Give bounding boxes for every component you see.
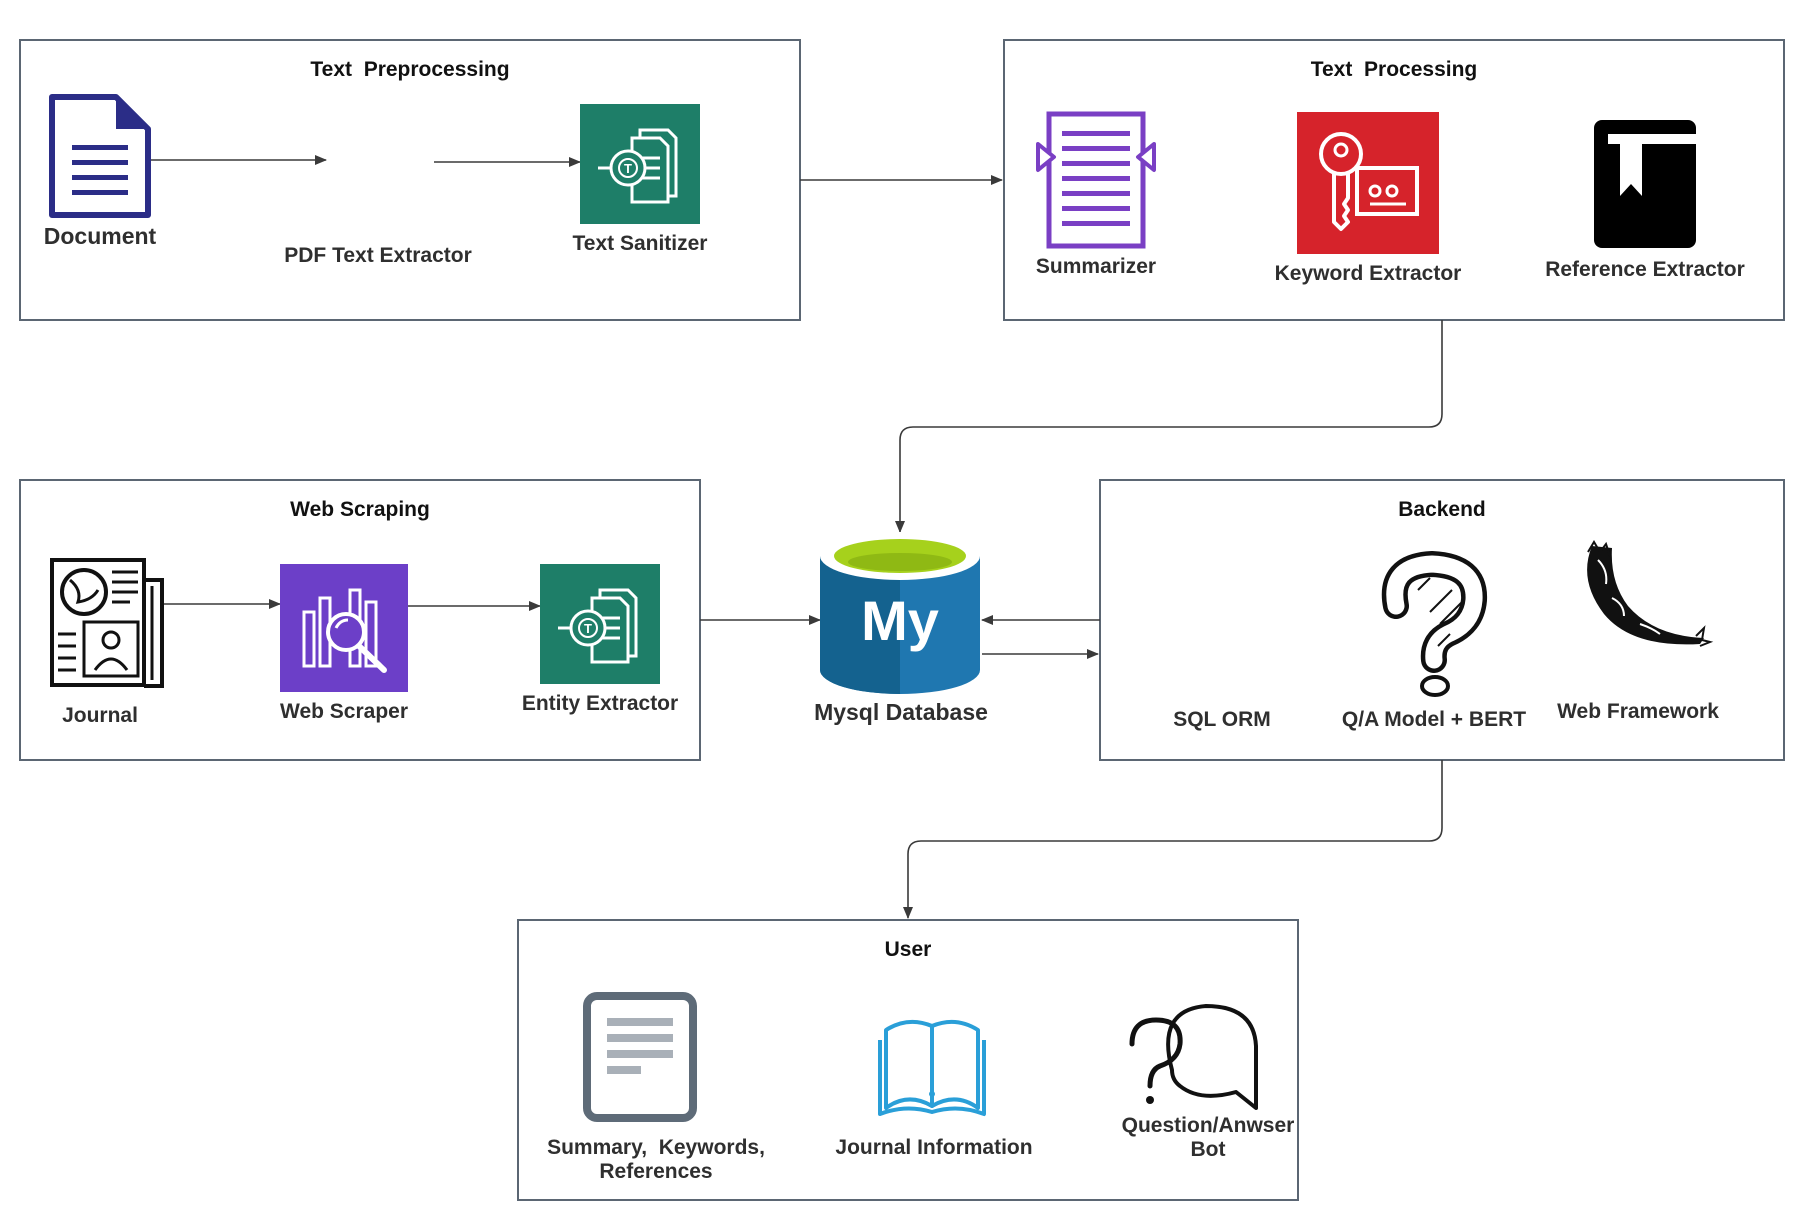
node-keyword-extractor: Keyword Extractor — [1275, 112, 1462, 285]
node-summarizer: Summarizer — [1036, 111, 1156, 278]
key-icon — [1297, 112, 1439, 254]
label-qa-bot-line1: Question/Anwser — [1122, 1114, 1295, 1137]
node-qa-model: Q/A Model + BERT — [1342, 550, 1526, 731]
connectors — [140, 155, 1443, 919]
entity-extractor-icon: T — [540, 564, 660, 684]
label-summarizer: Summarizer — [1036, 255, 1156, 278]
mysql-database-icon: My — [820, 532, 980, 694]
flask-horn-icon — [1587, 540, 1714, 647]
group-title-text-processing: Text Processing — [1311, 58, 1478, 81]
group-title-backend: Backend — [1398, 498, 1486, 521]
label-qa-model: Q/A Model + BERT — [1342, 708, 1526, 731]
label-web-framework: Web Framework — [1557, 700, 1719, 723]
label-pdf-text-extractor: PDF Text Extractor — [284, 244, 472, 267]
question-mark-icon — [1381, 550, 1488, 697]
group-title-web-scraping: Web Scraping — [290, 498, 430, 521]
node-journal-information: Journal Information — [835, 1019, 1033, 1159]
node-text-sanitizer: T Text Sanitizer — [573, 104, 708, 255]
document-list-icon — [583, 992, 697, 1122]
label-reference-extractor: Reference Extractor — [1545, 258, 1745, 281]
label-web-scraper: Web Scraper — [280, 700, 408, 723]
label-keyword-extractor: Keyword Extractor — [1275, 262, 1462, 285]
mysql-icon-text: My — [861, 589, 939, 652]
node-reference-extractor: Reference Extractor — [1545, 120, 1745, 281]
node-sql-orm: SQL ORM — [1173, 708, 1271, 731]
open-book-icon — [878, 1019, 986, 1116]
node-entity-extractor: T Entity Extractor — [522, 564, 678, 715]
document-icon — [49, 94, 151, 218]
group-title-user: User — [885, 938, 932, 961]
label-document: Document — [44, 223, 157, 249]
label-journal: Journal — [62, 704, 138, 727]
newspaper-icon — [50, 558, 164, 688]
summarizer-icon — [1036, 111, 1156, 249]
node-document: Document — [44, 94, 157, 249]
label-summary-output-line1: Summary, Keywords, — [547, 1136, 765, 1159]
label-journal-information: Journal Information — [835, 1136, 1032, 1159]
edge-backend-to-user — [903, 760, 1443, 919]
bookmark-book-icon — [1594, 120, 1696, 248]
text-sanitizer-icon: T — [580, 104, 700, 224]
label-summary-output-line2: References — [599, 1160, 712, 1183]
node-web-scraper: Web Scraper — [280, 564, 408, 723]
web-scraper-icon — [280, 564, 408, 692]
label-text-sanitizer: Text Sanitizer — [573, 232, 708, 255]
node-web-framework: Web Framework — [1557, 540, 1719, 723]
node-mysql-database: My Mysql Database — [814, 532, 988, 725]
chat-question-icon — [1129, 1004, 1258, 1110]
node-pdf-text-extractor: PDF Text Extractor — [284, 244, 472, 267]
group-title-text-preprocessing: Text Preprocessing — [310, 58, 509, 81]
label-sql-orm: SQL ORM — [1173, 708, 1271, 731]
label-entity-extractor: Entity Extractor — [522, 692, 678, 715]
svg-text:T: T — [584, 621, 592, 636]
label-mysql-database: Mysql Database — [814, 699, 988, 725]
node-qa-bot: Question/Anwser Bot — [1122, 1004, 1295, 1161]
node-summary-output: Summary, Keywords, References — [547, 992, 765, 1183]
svg-text:T: T — [624, 161, 632, 176]
node-journal: Journal — [50, 558, 164, 727]
edge-processing-to-mysql — [895, 320, 1443, 533]
label-qa-bot-line2: Bot — [1191, 1138, 1226, 1161]
group-backend: Backend — [1099, 479, 1785, 761]
